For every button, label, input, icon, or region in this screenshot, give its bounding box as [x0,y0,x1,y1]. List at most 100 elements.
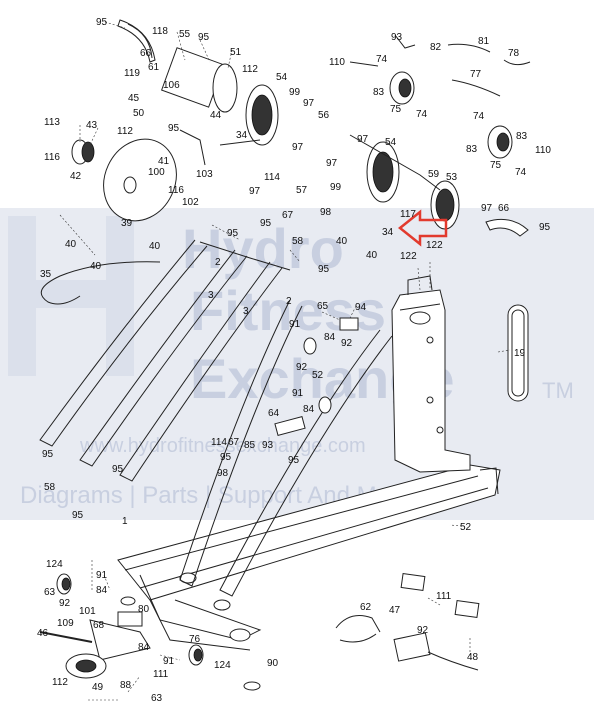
part-label: 83 [466,144,478,155]
part-label: 40 [149,241,161,252]
upright-column [391,275,471,473]
part-label: 52 [460,522,472,533]
power-supply [335,615,479,671]
part-label: 80 [138,604,150,615]
part-label: 94 [355,302,367,313]
part-label: 81 [478,36,490,47]
part-label: 93 [262,440,274,451]
part-label: 101 [79,606,96,617]
part-label: 122 [400,251,417,262]
brackets-62 [400,572,480,619]
part-label: 117 [400,209,416,220]
part-label: 63 [44,587,56,598]
part-label: 40 [65,239,77,250]
part-label: 78 [508,48,520,59]
part-label: 44 [210,110,222,121]
part-label: 97 [303,98,315,109]
part-label: 93 [391,32,403,43]
part-label: 40 [336,236,348,247]
part-label: 58 [292,236,304,247]
part-label: 95 [539,222,551,233]
watermark-url: www.hydrofitnessexchange.com [79,435,366,457]
part-label: 41 [158,156,170,167]
part-label: 98 [320,207,332,218]
part-label: 67 [228,437,240,448]
part-label: 95 [168,123,180,134]
part-label: 2 [286,296,292,307]
part-label: 91 [289,319,301,330]
part-label: 50 [133,108,145,119]
drive-belt [507,304,529,402]
mid-pulleys [274,317,359,437]
part-label: 61 [148,62,160,73]
watermark-trademark: TM [542,378,574,403]
part-label: 95 [96,17,108,28]
part-label: 113 [44,117,60,128]
part-label: 99 [330,182,342,193]
part-label: 92 [59,598,71,609]
part-label: 95 [42,449,54,460]
lower-left-wheel-assembly [39,573,261,691]
part-label: 3 [243,306,249,317]
part-label: 116 [168,185,184,196]
part-label: 1 [122,516,128,527]
part-label: 2 [215,257,221,268]
part-label: 114 [211,437,227,448]
part-label: 122 [426,240,443,251]
part-label: 119 [124,68,140,79]
part-label: 91 [96,570,108,581]
part-label: 82 [430,42,442,53]
part-label: 34 [382,227,394,238]
part-label: 85 [244,440,256,451]
part-label: 124 [46,559,63,570]
part-label: 111 [153,669,169,680]
part-label: 84 [96,585,108,596]
part-label: 67 [282,210,294,221]
part-label: 74 [473,111,485,122]
highlight-arrow [397,209,448,247]
part-label: 75 [490,160,502,171]
part-label: 34 [236,130,248,141]
part-label: 98 [217,468,229,479]
part-label: 35 [40,269,52,280]
part-label: 97 [481,203,493,214]
part-label: 52 [312,370,324,381]
part-label: 83 [373,87,385,98]
part-label: 19 [514,348,526,359]
part-label: 63 [151,693,163,704]
part-label: 95 [198,32,210,43]
part-label: 95 [220,452,232,463]
part-label: 118 [152,26,168,37]
part-label: 92 [417,625,429,636]
part-label: 59 [428,169,440,180]
part-label: 65 [317,301,329,312]
part-label: 54 [276,72,288,83]
part-label: 83 [516,131,528,142]
part-label: 124 [214,660,231,671]
part-label: 91 [163,656,175,667]
part-label: 95 [318,264,330,275]
part-label: 112 [242,64,258,75]
part-label: 106 [163,80,180,91]
main-frame [117,464,501,651]
part-label: 43 [86,120,98,131]
watermark-title-2: Fitness [190,279,386,342]
part-label: 95 [288,455,300,466]
part-label: 58 [44,482,56,493]
part-label: 68 [93,620,105,631]
part-label: 102 [182,197,199,208]
part-label: 84 [324,332,336,343]
part-label: 55 [179,29,191,40]
part-label: 62 [360,602,372,613]
part-label: 92 [341,338,353,349]
part-label: 3 [208,290,214,301]
part-label: 114 [264,172,280,183]
part-label: 40 [366,250,378,261]
part-label: 76 [189,634,201,645]
part-label: 90 [267,658,279,669]
part-label: 66 [140,48,152,59]
watermark-title-1: Hydro [182,217,344,280]
part-label: 42 [70,171,82,182]
